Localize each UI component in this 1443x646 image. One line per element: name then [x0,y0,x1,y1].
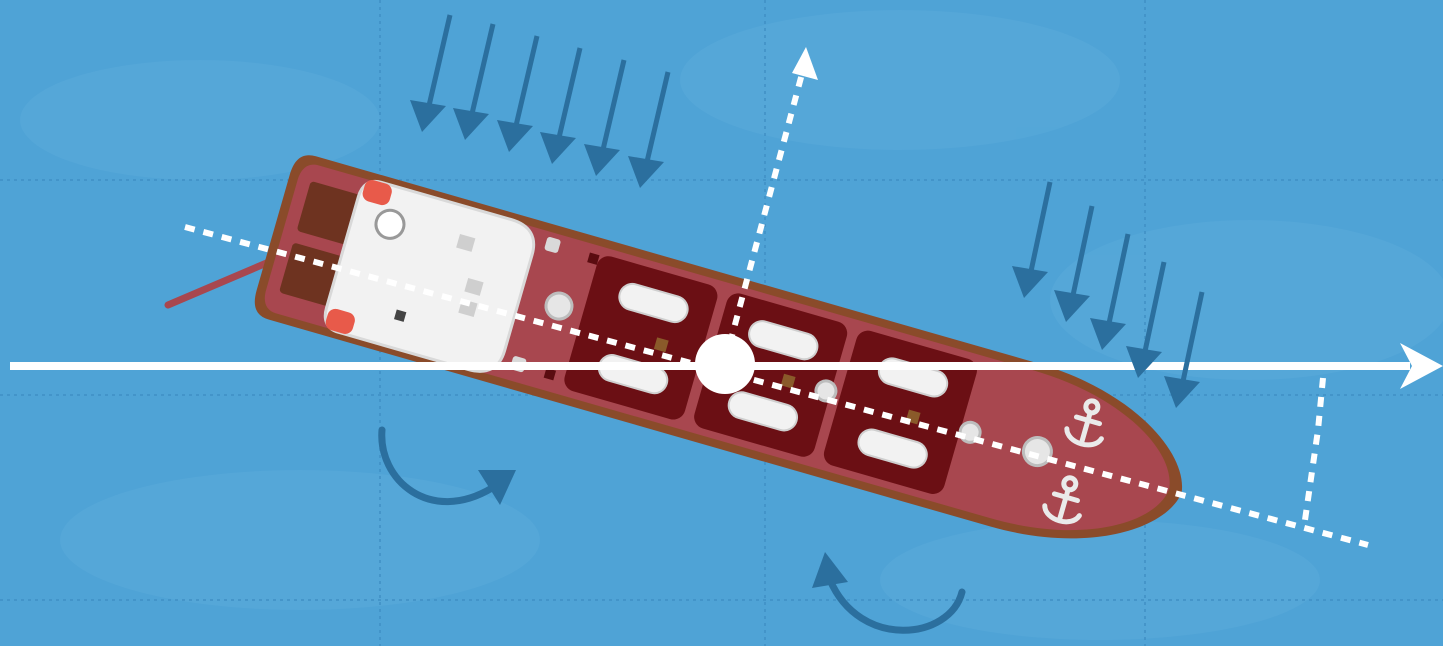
reference-axis-arrowhead [1400,343,1443,389]
anchor-icon [1042,475,1082,525]
water-texture [20,10,1443,640]
current-arrows-top [410,14,671,188]
ship-heading-line [184,224,1369,548]
current-arrows-right [1012,181,1205,408]
bollards [544,291,1053,468]
rotation-arrow-right [812,552,966,634]
stern-hatch [297,181,360,245]
perpendicular-axis-arrow [722,69,806,363]
anchor-icon [1064,398,1104,448]
perpendicular-axis-arrowhead [792,47,818,80]
rotation-arrow-left [378,426,516,505]
pivot-point [695,334,755,394]
